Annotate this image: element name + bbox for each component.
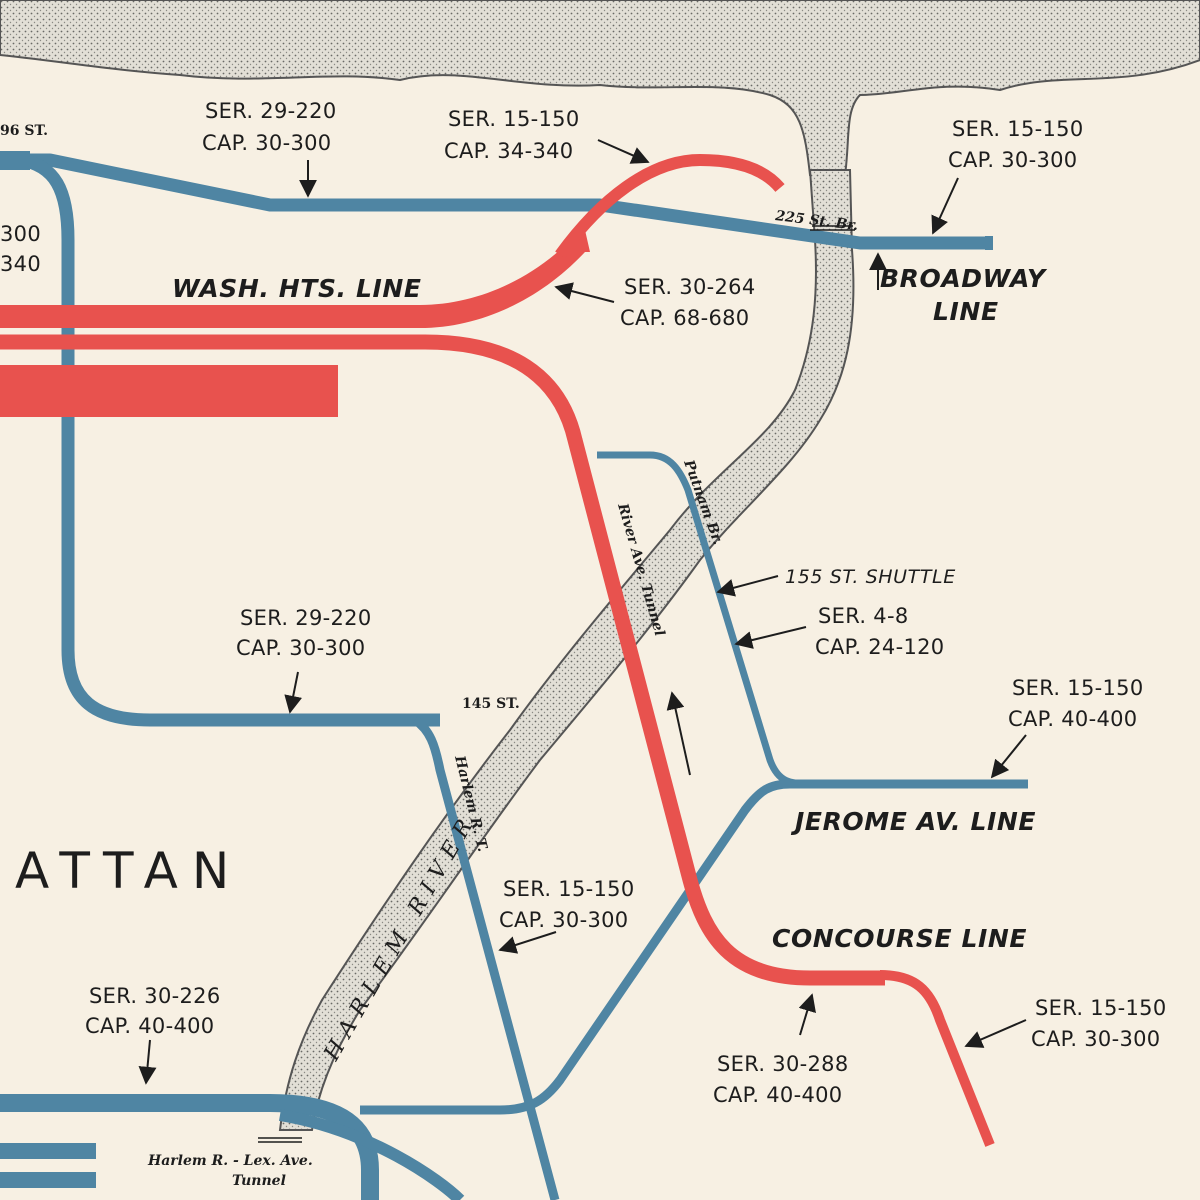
svg-text:SER. 29-220: SER. 29-220: [205, 99, 336, 123]
concourse-track: [0, 334, 885, 986]
annotation-a2: SER. 15-150 CAP. 34-340: [444, 107, 579, 163]
borough-label: ATTAN: [15, 842, 243, 900]
svg-text:CAP. 30-300: CAP. 30-300: [499, 908, 628, 932]
shuttle-label: 155 ST. SHUTTLE: [785, 566, 956, 588]
svg-text:CAP. 40-400: CAP. 40-400: [85, 1014, 214, 1038]
blue-lines: [0, 151, 1028, 1200]
svg-text:SER. 15-150: SER. 15-150: [952, 117, 1083, 141]
blue-block-1: [0, 1143, 96, 1159]
svg-text:CAP. 30-300: CAP. 30-300: [202, 131, 331, 155]
lenox-line-track: [18, 153, 440, 727]
annotation-a10: SER. 30-288 CAP. 40-400: [713, 1052, 848, 1107]
broadway-line-end: [985, 236, 993, 250]
svg-text:CAP. 30-300: CAP. 30-300: [236, 636, 365, 660]
annotation-a1: SER. 29-220 CAP. 30-300: [202, 99, 336, 155]
lex-line-track: [0, 1094, 379, 1200]
station-145-stub: [412, 716, 560, 1200]
broadway-line-label-1: BROADWAY: [880, 264, 1048, 293]
concourse-track-end: [879, 970, 995, 1147]
svg-text:SER. 15-150: SER. 15-150: [1012, 676, 1143, 700]
svg-text:300: 300: [0, 222, 41, 246]
concourse-line-label: CONCOURSE LINE: [772, 924, 1027, 953]
svg-text:SER. 29-220: SER. 29-220: [240, 606, 371, 630]
annotation-a5: SER. 4-8 CAP. 24-120: [815, 604, 944, 659]
lex-tunnel-label-2: Tunnel: [232, 1173, 286, 1189]
svg-text:CAP. 30-300: CAP. 30-300: [1031, 1027, 1160, 1051]
svg-text:SER. 15-150: SER. 15-150: [1035, 996, 1166, 1020]
wash-hts-track: [555, 154, 785, 259]
annotation-a7: SER. 15-150 CAP. 40-400: [1008, 676, 1143, 731]
blue-block-2: [0, 1172, 96, 1188]
svg-text:CAP. 30-300: CAP. 30-300: [948, 148, 1077, 172]
svg-text:SER. 30-264: SER. 30-264: [624, 275, 755, 299]
station-145-label: 145 ST.: [462, 696, 520, 712]
wash-hts-line-label: WASH. HTS. LINE: [172, 274, 422, 303]
svg-text:CAP. 68-680: CAP. 68-680: [620, 306, 749, 330]
annotation-a9: SER. 30-226 CAP. 40-400: [85, 984, 220, 1038]
lex-line-lower: [279, 1109, 465, 1200]
svg-text:340: 340: [0, 252, 41, 276]
svg-text:CAP. 40-400: CAP. 40-400: [1008, 707, 1137, 731]
red-block: [0, 365, 338, 417]
svg-text:SER. 4-8: SER. 4-8: [818, 604, 909, 628]
svg-text:CAP. 40-400: CAP. 40-400: [713, 1083, 842, 1107]
bridge-marks: [258, 225, 855, 1143]
svg-text:SER. 30-288: SER. 30-288: [717, 1052, 848, 1076]
blue-wide-west: [0, 151, 30, 170]
annotation-a3: SER. 15-150 CAP. 30-300: [948, 117, 1083, 172]
hudson-water: [0, 0, 1200, 176]
lex-tunnel-label-1: Harlem R. - Lex. Ave.: [147, 1153, 313, 1169]
annotation-left-cut: 300 340: [0, 222, 41, 276]
annotation-a11: SER. 15-150 CAP. 30-300: [1031, 996, 1166, 1051]
annotation-a6: SER. 29-220 CAP. 30-300: [236, 606, 371, 660]
svg-text:CAP. 24-120: CAP. 24-120: [815, 635, 944, 659]
red-lines: [0, 154, 995, 1147]
annotation-a4: SER. 30-264 CAP. 68-680: [620, 275, 755, 330]
svg-text:SER. 15-150: SER. 15-150: [503, 877, 634, 901]
station-96-label: 96 ST.: [0, 123, 48, 139]
annotation-a8: SER. 15-150 CAP. 30-300: [499, 877, 634, 932]
svg-text:SER. 30-226: SER. 30-226: [89, 984, 220, 1008]
svg-text:SER. 15-150: SER. 15-150: [448, 107, 579, 131]
red-trunk: [0, 230, 590, 328]
broadway-line-label-2: LINE: [933, 297, 999, 326]
svg-text:CAP. 34-340: CAP. 34-340: [444, 139, 573, 163]
jerome-line-label: JEROME AV. LINE: [790, 807, 1036, 836]
jerome-line-track: [360, 779, 1028, 1115]
pointer-arrows: [138, 139, 1027, 1085]
river-label: HARLEM RIVER: [319, 809, 482, 1066]
